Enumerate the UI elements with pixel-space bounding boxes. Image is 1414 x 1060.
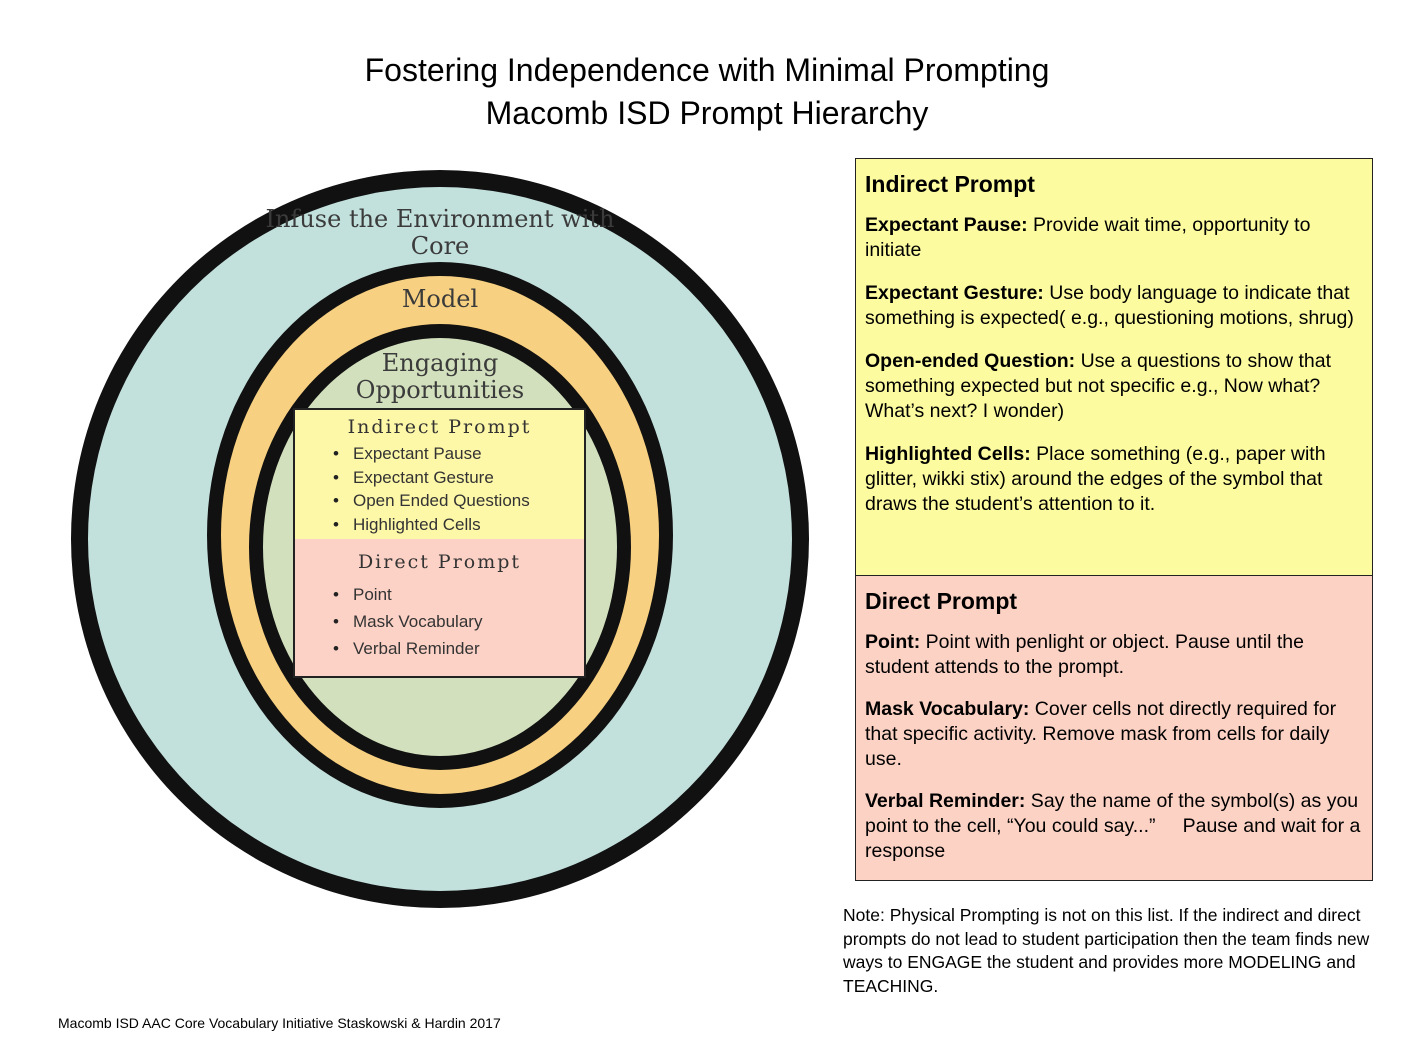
entry-expectant-gesture: Expectant Gesture: Use body language to … bbox=[865, 281, 1362, 331]
entry-point: Point: Point with penlight or object. Pa… bbox=[865, 630, 1362, 680]
entry-term: Open-ended Question: bbox=[865, 350, 1076, 372]
page-title: Fostering Independence with Minimal Prom… bbox=[364, 52, 1050, 88]
entry-term: Highlighted Cells: bbox=[865, 443, 1031, 465]
panel-heading: Direct Prompt bbox=[865, 588, 1018, 614]
footer-credit: Macomb ISD AAC Core Vocabulary Initiativ… bbox=[58, 1015, 501, 1031]
entry-desc: Point with penlight or object. Pause unt… bbox=[865, 631, 1304, 678]
list-item: Highlighted Cells bbox=[333, 513, 584, 537]
entry-term: Verbal Reminder: bbox=[865, 790, 1026, 812]
entry-expectant-pause: Expectant Pause: Provide wait time, oppo… bbox=[865, 213, 1362, 263]
engaging-opportunities-label: Engaging Opportunities bbox=[355, 349, 525, 404]
indirect-prompt-panel: Indirect Prompt Expectant Pause: Provide… bbox=[855, 158, 1373, 576]
page-subtitle: Macomb ISD Prompt Hierarchy bbox=[485, 95, 929, 131]
entry-desc: Provide wait time, opportunity to initia… bbox=[865, 214, 1311, 261]
entry-desc: Say the name of the symbol(s) as you poi… bbox=[865, 790, 1366, 862]
entry-highlighted-cells: Highlighted Cells: Place something (e.g.… bbox=[865, 442, 1362, 517]
core-environment-label: Infuse the Environment with Core bbox=[265, 205, 615, 260]
entry-desc: Use body language to indicate that somet… bbox=[865, 282, 1354, 329]
list-item: Mask Vocabulary bbox=[333, 608, 584, 635]
entry-desc: Use a questions to show that something e… bbox=[865, 350, 1331, 422]
indirect-prompt-inner-title: Indirect Prompt bbox=[347, 416, 532, 438]
physical-prompting-note: Note: Physical Prompting is not on this … bbox=[843, 905, 1370, 996]
entry-mask-vocabulary: Mask Vocabulary: Cover cells not directl… bbox=[865, 697, 1362, 772]
list-item: Verbal Reminder bbox=[333, 635, 584, 662]
list-item: Point bbox=[333, 581, 584, 608]
indirect-prompt-inner-box: Indirect Prompt Expectant Pause Expectan… bbox=[293, 408, 586, 541]
direct-prompt-panel: Direct Prompt Point: Point with penlight… bbox=[855, 575, 1373, 881]
list-item: Open Ended Questions bbox=[333, 489, 584, 513]
entry-open-ended-question: Open-ended Question: Use a questions to … bbox=[865, 349, 1362, 424]
entry-term: Expectant Gesture: bbox=[865, 282, 1044, 304]
entry-desc: Cover cells not directly required for th… bbox=[865, 698, 1337, 770]
indirect-prompt-list: Expectant Pause Expectant Gesture Open E… bbox=[295, 442, 584, 536]
direct-prompt-list: Point Mask Vocabulary Verbal Reminder bbox=[295, 581, 584, 662]
entry-term: Point: bbox=[865, 631, 921, 653]
list-item: Expectant Gesture bbox=[333, 466, 584, 490]
direct-prompt-inner-box: Direct Prompt Point Mask Vocabulary Verb… bbox=[293, 539, 586, 678]
list-item: Expectant Pause bbox=[333, 442, 584, 466]
direct-prompt-inner-title: Direct Prompt bbox=[357, 551, 522, 573]
model-label: Model bbox=[401, 285, 479, 313]
entry-desc: Place something (e.g., paper with glitte… bbox=[865, 443, 1326, 515]
entry-term: Expectant Pause: bbox=[865, 214, 1028, 236]
panel-heading: Indirect Prompt bbox=[865, 171, 1035, 197]
entry-term: Mask Vocabulary: bbox=[865, 698, 1030, 720]
entry-verbal-reminder: Verbal Reminder: Say the name of the sym… bbox=[865, 789, 1362, 864]
